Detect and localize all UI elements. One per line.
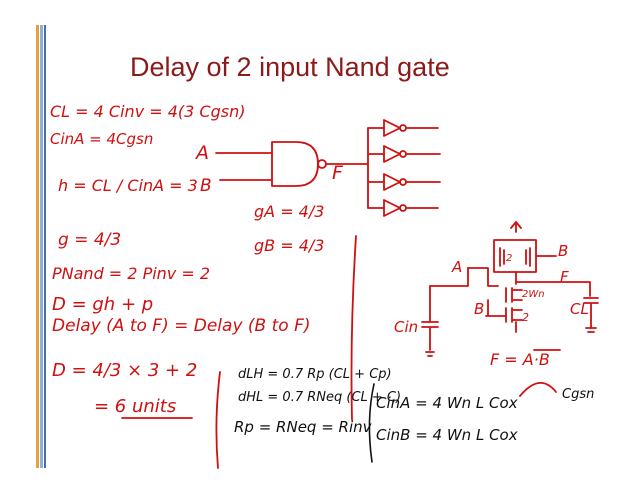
slide-edge-bar-1 [36,25,39,468]
note-delay: Delay (A to F) = Delay (B to F) [52,316,311,336]
divider-line-1 [350,235,357,421]
note-cin-a-width: CinA = 4 Wn L Cox [376,394,518,412]
brace-line [368,383,375,463]
note-cl: CL = 4 Cinv = 4(3 Cgsn) [50,102,246,121]
vdd-arrow [510,221,522,233]
circuit-cl-label: CL [570,300,589,318]
gate-input-a-label: A [196,142,209,164]
note-dlh: dLH = 0.7 Rp (CL + Cp) [238,367,392,382]
note-dhl: dHL = 0.7 RNeq (CL + C) [238,390,402,405]
input-cap [421,285,439,357]
note-pnand: PNand = 2 Pinv = 2 [52,264,211,283]
note-gb: gB = 4/3 [254,236,325,255]
circuit-nmos-b-label: B [474,300,485,318]
circuit-input-b-label: B [558,242,569,260]
output-node [515,271,591,297]
inverter-4 [383,199,401,217]
slide-edge-bar-2 [40,25,43,468]
pmos-pair [493,239,537,273]
note-units: = 6 units [94,396,177,417]
gate-output-f-label: F [332,162,343,184]
note-f-equation: F = A·B [490,350,550,369]
nand-gate-bubble [317,159,327,169]
nmos-top [505,287,523,303]
cgsn-arrow [519,382,557,397]
circuit-cin-label: Cin [394,318,419,336]
note-ga: gA = 4/3 [254,202,325,221]
input-a-wire [467,267,499,287]
divider-line-2 [215,371,221,469]
slide-edge-bar-3 [44,25,46,468]
inverter-3 [383,173,401,191]
note-d: D = gh + p [52,294,154,315]
output-cap [583,297,599,333]
circuit-output-f-label: F [560,268,569,286]
circuit-input-a-label: A [452,258,463,276]
note-d2: D = 4/3 × 3 + 2 [52,360,198,381]
gate-input-b-label: B [200,176,212,196]
input-b-nmos-wire [485,299,507,317]
note-cin-b-width: CinB = 4 Wn L Cox [376,426,518,444]
nand-gate-body [271,141,319,187]
note-cgsn: Cgsn [562,387,595,402]
note-cin-a: CinA = 4Cgsn [50,130,154,148]
inverter-2 [383,145,401,163]
note-g: g = 4/3 [58,230,122,250]
nmos-bot [505,307,523,333]
inverter-1 [383,119,401,137]
circuit-pmos-size: 2 [506,253,513,264]
note-h: h = CL / CinA = 3 [58,176,198,195]
circuit-nmos-top-size: 2Wn [522,289,545,300]
circuit-nmos-bot-size: 2 [522,311,529,324]
slide-title: Delay of 2 input Nand gate [130,52,450,82]
note-rp: Rp = RNeq = Rinv [234,418,372,436]
